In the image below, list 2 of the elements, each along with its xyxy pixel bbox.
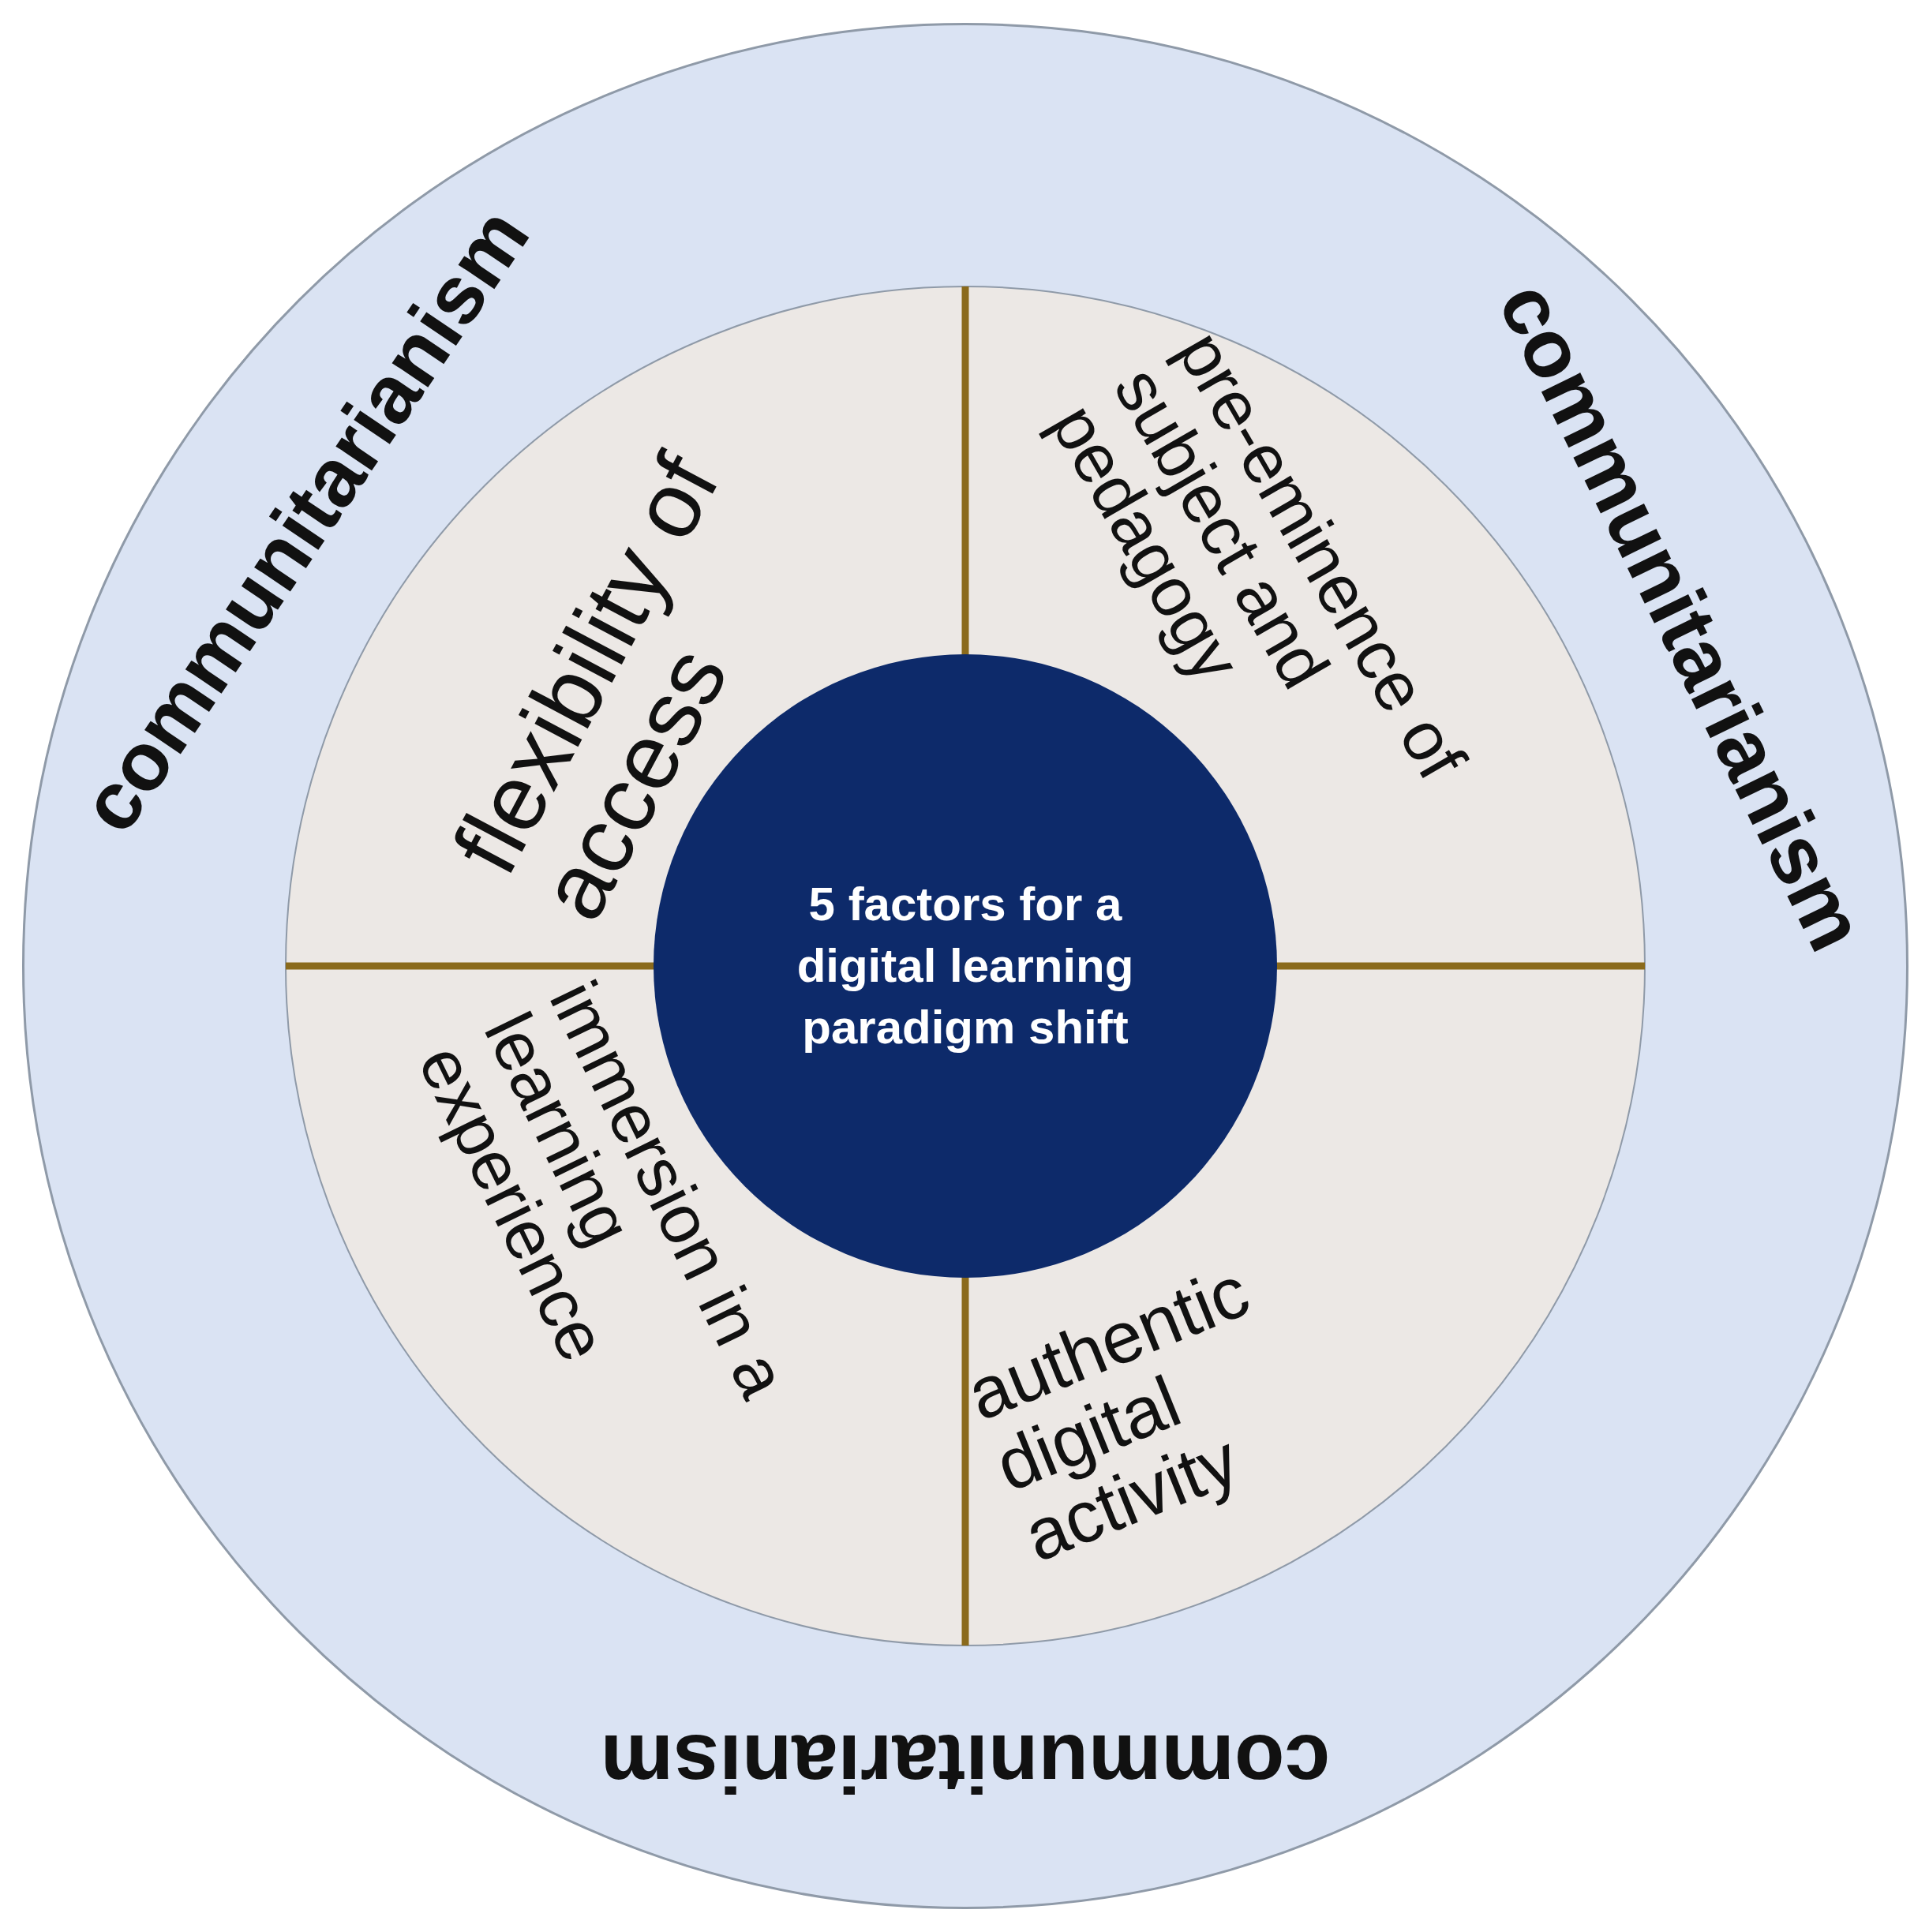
ring-label: communitarianism (600, 1720, 1331, 1807)
center-label: 5 factors for a digital learning paradigm shift (796, 877, 1135, 1055)
